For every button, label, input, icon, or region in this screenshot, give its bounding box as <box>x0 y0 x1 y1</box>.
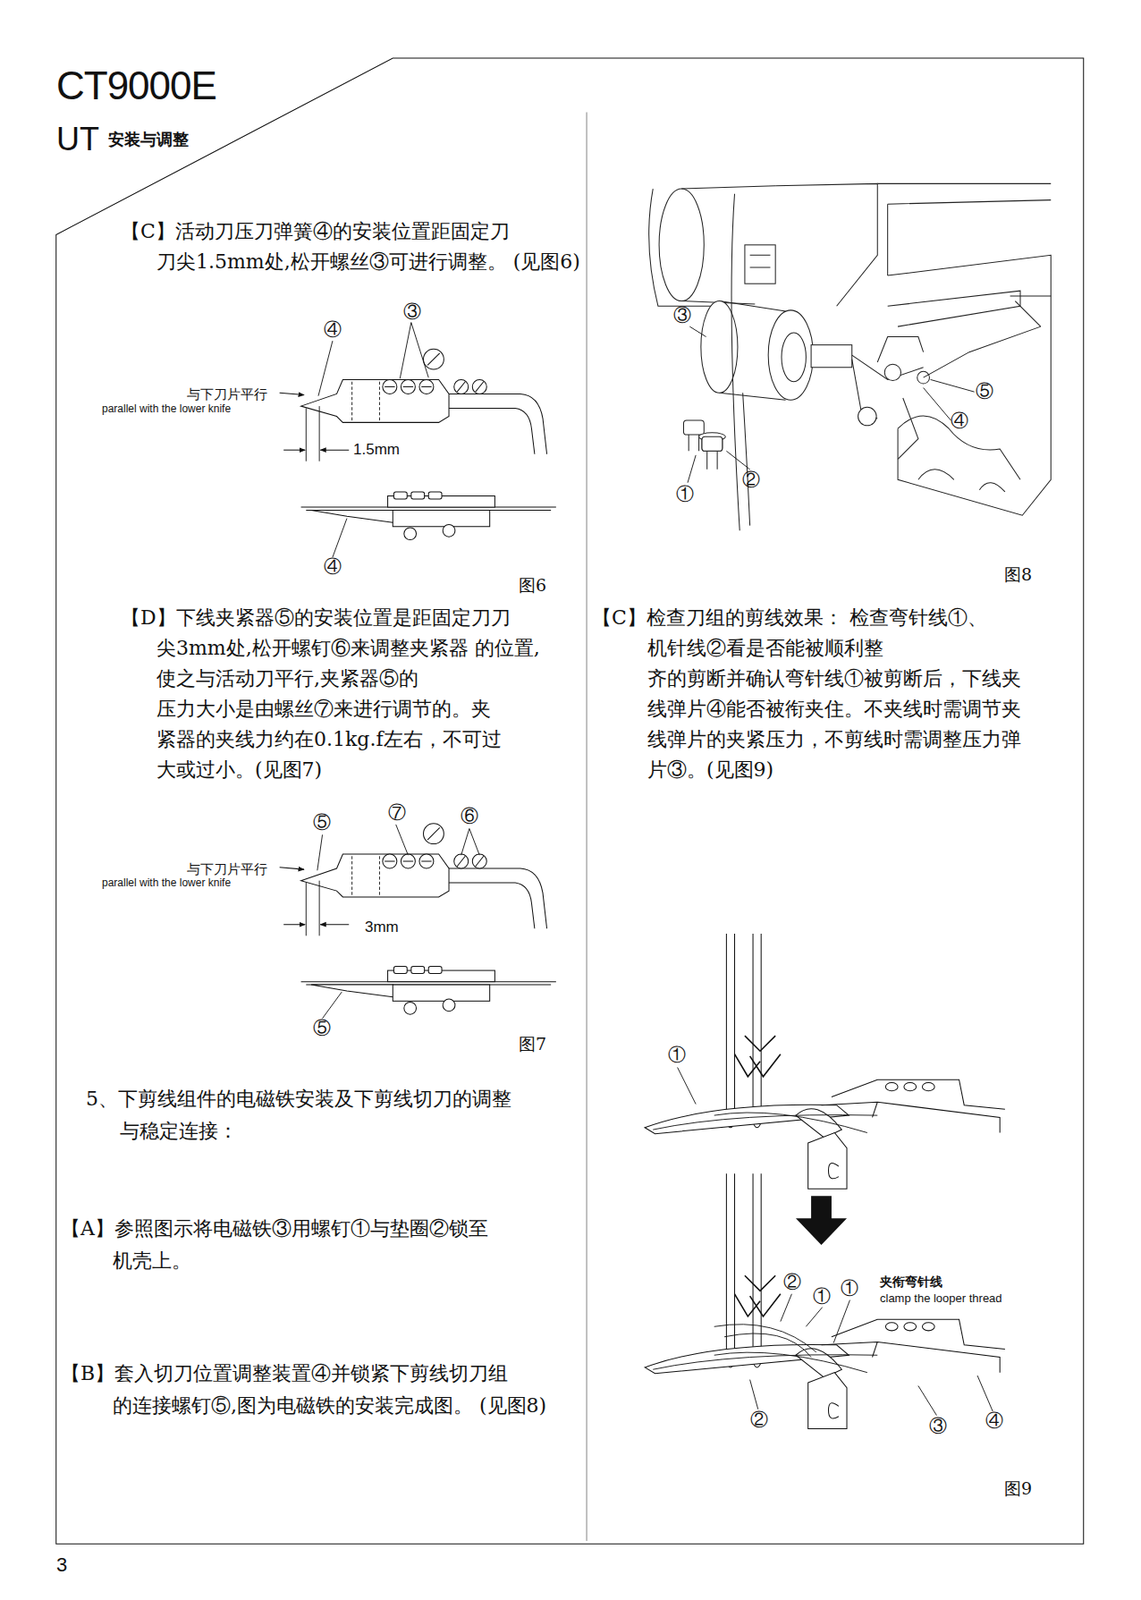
header-subtitle: 安装与调整 <box>108 130 189 150</box>
note-label: 夹衔弯针线 <box>879 1274 943 1289</box>
callout-number: ⑥ <box>460 805 479 827</box>
instruction-text: 【D】下线夹紧器⑤的安装位置是距固定刀刀 尖3mm处,松开螺钉⑥来调整夹紧器 的… <box>120 602 586 786</box>
callout-number: ② <box>783 1271 802 1293</box>
section-heading: 5、下剪线组件的电磁铁安装及下剪线切刀的调整 与稳定连接： <box>85 1082 567 1148</box>
dimension-label: 3mm <box>364 918 399 937</box>
callout-number: ⑦ <box>388 802 406 823</box>
callout-number: ② <box>742 469 761 491</box>
callout-number: ① <box>667 1044 686 1065</box>
document-title: CT9000E <box>56 63 217 110</box>
note-label: parallel with the lower knife <box>101 877 231 890</box>
callout-number: ① <box>676 483 694 505</box>
callout-number: ③ <box>403 301 422 322</box>
instruction-text: 【B】套入切刀位置调整装置④并锁紧下剪线切刀组 的连接螺钉⑤,图为电磁铁的安装完… <box>60 1357 578 1422</box>
callout-number: ② <box>750 1409 769 1430</box>
instruction-text: 【C】检查刀组的剪线效果： 检查弯针线①、机针线②看是否能被顺利整 齐的剪断并确… <box>591 602 1068 786</box>
instruction-text: 【A】参照图示将电磁铁③用螺钉①与垫圈②锁至 机壳上。 <box>60 1212 560 1277</box>
callout-number: ③ <box>929 1415 947 1437</box>
figure-number: 图6 <box>518 575 547 596</box>
header-code: UT <box>56 120 100 158</box>
callout-number: ⑤ <box>312 1017 331 1039</box>
note-label: 与下刀片平行 <box>186 861 268 877</box>
callout-number: ⑤ <box>312 811 331 833</box>
figure-number: 图9 <box>1004 1479 1032 1499</box>
callout-number: ④ <box>950 410 969 432</box>
figure-number: 图7 <box>518 1034 547 1055</box>
callout-number: ⑤ <box>975 380 994 402</box>
callout-number: ① <box>812 1285 831 1307</box>
callout-number: ④ <box>323 319 342 340</box>
page-number: 3 <box>56 1553 68 1576</box>
note-label: 与下刀片平行 <box>186 386 268 402</box>
note-label: parallel with the lower knife <box>101 403 231 416</box>
note-label: clamp the looper thread <box>879 1292 1003 1306</box>
figure-number: 图8 <box>1004 565 1032 585</box>
instruction-text: 【C】活动刀压刀弹簧④的安装位置距固定刀 刀尖1.5mm处,松开螺丝③可进行调整… <box>120 216 586 278</box>
dimension-label: 1.5mm <box>353 440 400 459</box>
callout-number: ④ <box>323 556 342 577</box>
callout-number: ① <box>840 1277 859 1299</box>
callout-number: ③ <box>673 304 692 326</box>
callout-number: ④ <box>985 1410 1004 1431</box>
